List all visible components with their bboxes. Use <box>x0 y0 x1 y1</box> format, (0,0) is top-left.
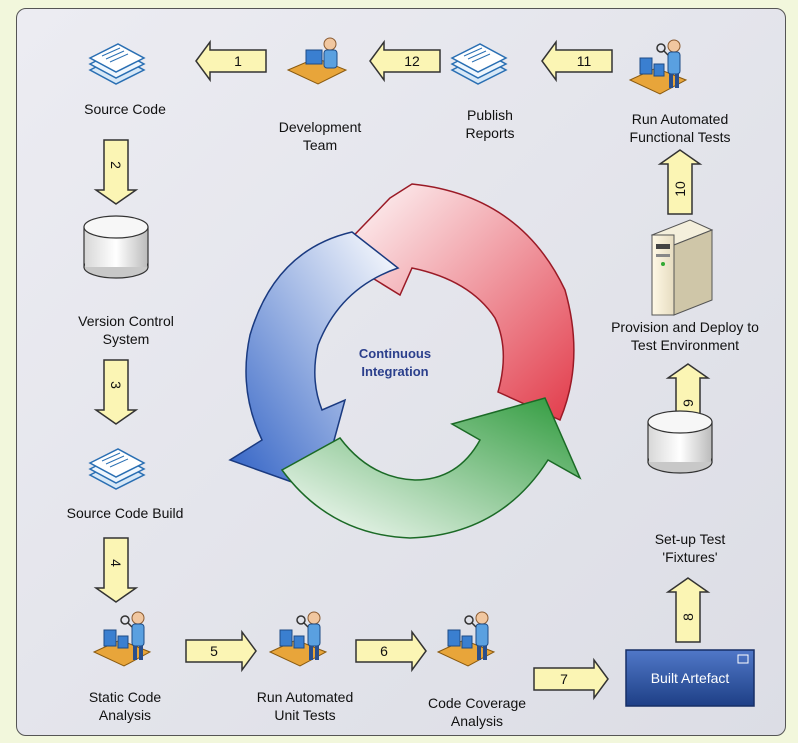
source-code-label: Source Code <box>84 101 166 117</box>
step-number-4: 4 <box>108 559 124 567</box>
step-arrow-3: 3 <box>93 359 139 425</box>
ci-cycle <box>228 183 582 539</box>
step-number-7: 7 <box>560 671 568 687</box>
static-analysis-label: Static Code Analysis <box>88 689 162 723</box>
step-number-6: 6 <box>380 643 388 659</box>
functional-tests-icon <box>629 39 687 95</box>
source-code-build-label: Source Code Build <box>66 505 184 521</box>
step-arrow-6: 6 <box>355 629 427 673</box>
step-arrow-12: 12 <box>369 39 441 83</box>
step-arrow-10: 10 <box>657 149 703 215</box>
unit-tests-label: Run Automated Unit Tests <box>256 689 354 723</box>
source-code-icon <box>89 43 145 85</box>
version-control-label: Version Control System <box>78 313 174 347</box>
built-artefact-label: Built Artefact <box>651 670 730 686</box>
development-team-label: Development Team <box>278 119 362 153</box>
step-arrow-11: 11 <box>541 39 613 83</box>
unit-tests-icon <box>269 611 327 667</box>
development-team-icon <box>287 37 347 85</box>
coverage-icon <box>437 611 495 667</box>
step-arrow-1: 1 <box>195 39 267 83</box>
step-number-1: 1 <box>234 53 242 69</box>
step-number-10: 10 <box>672 181 688 197</box>
step-arrow-8: 8 <box>665 577 711 643</box>
step-number-9: 9 <box>680 399 696 407</box>
provision-deploy-label: Provision and Deploy to Test Environment <box>611 319 759 353</box>
publish-reports-icon <box>451 43 507 85</box>
cycle-blue-arrow <box>228 231 400 493</box>
version-control-icon <box>83 215 149 279</box>
step-arrow-4: 4 <box>93 537 139 603</box>
step-number-2: 2 <box>108 161 124 169</box>
step-arrow-2: 2 <box>93 139 139 205</box>
cycle-green-arrow <box>280 397 582 539</box>
step-number-12: 12 <box>404 53 420 69</box>
static-analysis-icon <box>93 611 151 667</box>
step-number-8: 8 <box>680 613 696 621</box>
step-number-11: 11 <box>577 53 592 69</box>
diagram-panel <box>16 8 786 736</box>
source-code-build-icon <box>89 448 145 490</box>
coverage-label: Code Coverage Analysis <box>427 695 527 729</box>
publish-reports-label: Publish Reports <box>465 107 515 141</box>
step-arrow-7: 7 <box>533 657 609 701</box>
server-icon <box>650 219 714 316</box>
step-number-3: 3 <box>108 381 124 389</box>
built-artefact-box: Built Artefact <box>625 649 755 707</box>
step-number-5: 5 <box>210 643 218 659</box>
setup-fixtures-icon <box>647 410 713 474</box>
setup-fixtures-label: Set-up Test 'Fixtures' <box>654 531 726 565</box>
run-functional-tests-label: Run Automated Functional Tests <box>629 111 731 145</box>
center-label: Continuous Integration <box>358 346 432 379</box>
cycle-red-arrow <box>333 183 575 422</box>
step-arrow-5: 5 <box>185 629 257 673</box>
